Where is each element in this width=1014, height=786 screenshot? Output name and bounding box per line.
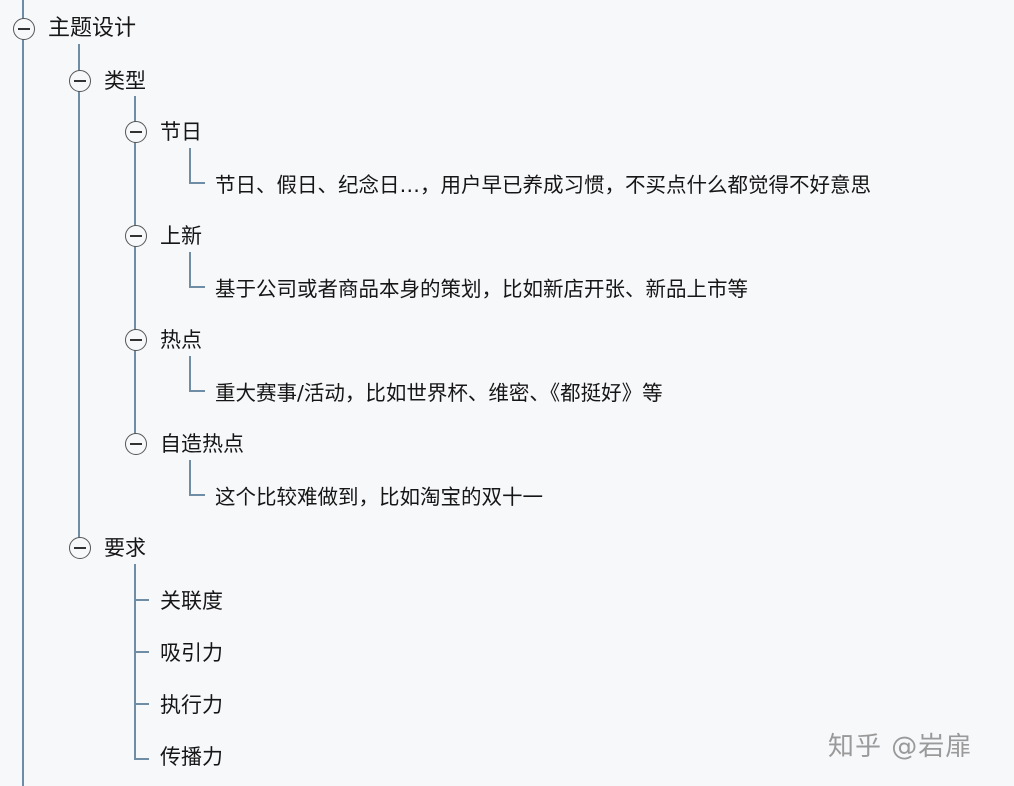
- root-connector-line: [22, 0, 24, 786]
- collapse-minus-circle-icon[interactable]: [125, 225, 147, 247]
- level1-connector-line: [78, 44, 80, 548]
- watermark: 知乎 @岩扉: [828, 732, 973, 762]
- node-new-launch-label[interactable]: 上新: [160, 224, 202, 248]
- leaf-connector-tick: [134, 599, 149, 601]
- node-festival-description[interactable]: 节日、假日、纪念日…，用户早已养成习惯，不买点什么都觉得不好意思: [215, 173, 871, 197]
- node-execution-label[interactable]: 执行力: [160, 693, 223, 717]
- node-self-made-hotspot-label[interactable]: 自造热点: [160, 432, 244, 456]
- node-hotspot-label[interactable]: 热点: [160, 328, 202, 352]
- leaf-connector-tick: [134, 703, 149, 705]
- node-hotspot-description[interactable]: 重大赛事/活动，比如世界杯、维密、《都挺好》等: [215, 381, 663, 405]
- collapse-minus-circle-icon[interactable]: [69, 70, 91, 92]
- collapse-minus-circle-icon[interactable]: [13, 18, 35, 40]
- node-attraction-label[interactable]: 吸引力: [160, 641, 223, 665]
- leaf-connector-tick: [134, 758, 149, 760]
- node-relevance-label[interactable]: 关联度: [160, 589, 223, 613]
- desc-connector-tick: [189, 390, 205, 392]
- node-self-made-hotspot-description[interactable]: 这个比较难做到，比如淘宝的双十一: [215, 485, 543, 509]
- desc-connector-line: [189, 252, 191, 288]
- desc-connector-line: [189, 356, 191, 392]
- desc-connector-tick: [189, 286, 205, 288]
- node-root-label[interactable]: 主题设计: [48, 16, 137, 41]
- node-requirements-label[interactable]: 要求: [104, 536, 146, 560]
- collapse-minus-circle-icon[interactable]: [125, 121, 147, 143]
- desc-connector-line: [189, 148, 191, 184]
- desc-connector-tick: [189, 182, 205, 184]
- node-new-launch-description[interactable]: 基于公司或者商品本身的策划，比如新店开张、新品上市等: [215, 277, 748, 301]
- collapse-minus-circle-icon[interactable]: [125, 329, 147, 351]
- desc-connector-tick: [189, 494, 205, 496]
- leaf-connector-tick: [134, 651, 149, 653]
- node-type-label[interactable]: 类型: [104, 69, 146, 93]
- collapse-minus-circle-icon[interactable]: [125, 433, 147, 455]
- level2-connector-line: [134, 564, 136, 760]
- node-spread-label[interactable]: 传播力: [160, 745, 223, 769]
- desc-connector-line: [189, 460, 191, 496]
- node-festival-label[interactable]: 节日: [160, 120, 202, 144]
- level2-connector-line: [134, 96, 136, 444]
- collapse-minus-circle-icon[interactable]: [69, 537, 91, 559]
